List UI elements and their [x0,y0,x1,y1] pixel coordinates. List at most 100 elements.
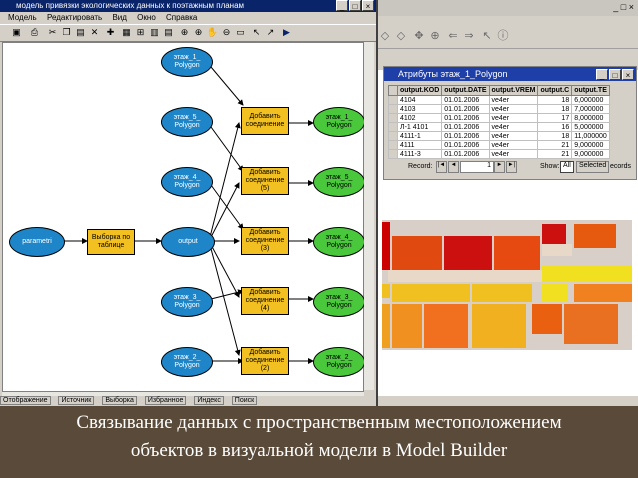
tab-search[interactable]: Поиск [231,396,258,405]
attribute-table[interactable]: output.KOD output.DATE output.VREM outpu… [388,85,610,159]
row-selector[interactable] [388,113,398,123]
minimize-icon[interactable]: _ [336,0,348,11]
row-selector[interactable] [388,104,398,114]
input-floor5-node[interactable]: этаж_5_ Polygon [161,107,213,137]
forward-icon[interactable]: ⇒ [464,30,474,42]
menu-window[interactable]: Окно [137,13,156,22]
show-selected-button[interactable]: Selected [576,161,610,173]
row-selector-header [388,85,398,96]
close-icon[interactable]: × [622,69,634,80]
cell: 8,000000 [571,113,610,123]
first-record-icon[interactable]: |◄ [436,161,447,173]
input-floor3-node[interactable]: этаж_3_ Polygon [161,287,213,317]
zoom-icon[interactable]: ⊕ [178,26,191,39]
pan-icon[interactable]: ✋ [206,26,219,39]
add-join-tool-5[interactable]: Добавить соединение (5) [241,167,289,195]
menu-edit[interactable]: Редактировать [46,13,103,22]
column-header[interactable]: output.C [537,85,573,96]
next-record-icon[interactable]: ► [494,161,505,173]
column-header[interactable]: output.VREM [488,85,539,96]
connect-icon[interactable]: ↗ [264,26,277,39]
maximize-icon[interactable]: □ [609,69,621,80]
output-floor3-node[interactable]: этаж_3_ Polygon [313,287,365,317]
model-builder-window: модель привязки экологических данных к п… [0,0,378,406]
menu-model[interactable]: Модель [8,13,37,22]
column-header[interactable]: output.TE [571,85,610,96]
show-all-button[interactable]: All [560,161,574,173]
add-join-tool-3[interactable]: Добавить соединение (3) [241,227,289,255]
prev-record-icon[interactable]: ◄ [448,161,459,173]
auto-layout-icon[interactable]: ▦ [120,26,133,39]
pan-icon[interactable]: ✥ [414,30,424,42]
tab-favorites[interactable]: Избранное [144,396,187,405]
output-floor5-node[interactable]: этаж_5_ Polygon [313,167,365,197]
input-floor2-node[interactable]: этаж_2_ Polygon [161,347,213,377]
add-join-tool-2[interactable]: Добавить соединение (2) [241,347,289,375]
zoom-out-icon[interactable]: ◇ [396,30,406,42]
info-icon[interactable]: ⓘ [497,30,509,42]
attribute-table-title-bar: Атрибуты этаж_1_Polygon _□× [384,67,636,81]
model-canvas[interactable]: этаж_1_ Polygon этаж_5_ Polygon этаж_4_ … [2,42,365,392]
menu-help[interactable]: Справка [166,13,198,22]
cell: 6,000000 [571,95,610,105]
minimize-icon[interactable]: _ [596,69,608,80]
menu-view[interactable]: Вид [112,13,127,22]
save-icon[interactable]: ▣ [10,26,23,39]
tab-source[interactable]: Источник [58,396,95,405]
row-selector[interactable] [388,131,398,141]
input-floor4-node[interactable]: этаж_4_ Polygon [161,167,213,197]
output-floor1-node[interactable]: этаж_1_ Polygon [313,107,365,137]
back-icon[interactable]: ⇐ [448,30,458,42]
run-icon[interactable]: ▶ [280,26,293,39]
select-by-table-tool[interactable]: Выборка по таблице [87,229,135,255]
zoom-in-icon[interactable]: ◇ [380,30,390,42]
table-icon[interactable]: ▤ [162,26,175,39]
full-extent-icon[interactable]: ⊞ [134,26,147,39]
arcmap-title-bar: _ □ × [372,0,638,16]
output-node[interactable]: output [161,227,215,257]
add-data-icon[interactable]: ✚ [104,26,117,39]
column-header[interactable]: output.KOD [396,85,443,96]
cut-icon[interactable]: ✂ [46,26,59,39]
column-header[interactable]: output.DATE [441,85,490,96]
tab-index[interactable]: Индекс [194,396,224,405]
row-selector[interactable] [388,140,398,150]
tab-selection[interactable]: Выборка [102,396,137,405]
row-selector[interactable] [388,95,398,105]
tab-display[interactable]: Отображение [0,396,51,405]
output-floor2-node[interactable]: этаж_2_ Polygon [313,347,365,377]
zoom-out-icon[interactable]: ⊖ [220,26,233,39]
row-selector[interactable] [388,149,398,159]
add-join-tool-1[interactable]: Добавить соединение [241,107,289,135]
cell: ve4er [488,95,539,105]
delete-icon[interactable]: ✕ [88,26,101,39]
overview-icon[interactable]: ▭ [234,26,247,39]
select-icon[interactable]: ↖ [482,30,492,42]
close-icon[interactable]: × [362,0,374,11]
paste-icon[interactable]: ▤ [74,26,87,39]
full-extent-icon[interactable]: ⊕ [430,30,440,42]
row-selector[interactable] [388,122,398,132]
add-join-tool-4[interactable]: Добавить соединение (4) [241,287,289,315]
output-floor4-node[interactable]: этаж_4_ Polygon [313,227,365,257]
copy-icon[interactable]: ❐ [60,26,73,39]
parameter-node[interactable]: parametri [9,227,65,257]
grid-icon[interactable]: ▥ [148,26,161,39]
vertical-scrollbar[interactable] [364,42,374,390]
maximize-icon[interactable]: □ [349,0,361,11]
zoom-in-icon[interactable]: ⊕ [192,26,205,39]
record-number-input[interactable]: 1 [460,161,494,173]
last-record-icon[interactable]: ►| [506,161,517,173]
select-icon[interactable]: ↖ [250,26,263,39]
input-floor1-node[interactable]: этаж_1_ Polygon [161,47,213,77]
arcmap-window-controls[interactable]: _ □ × [613,2,634,12]
print-icon[interactable]: ⎙ [28,26,41,39]
cell: ve4er [488,140,539,150]
